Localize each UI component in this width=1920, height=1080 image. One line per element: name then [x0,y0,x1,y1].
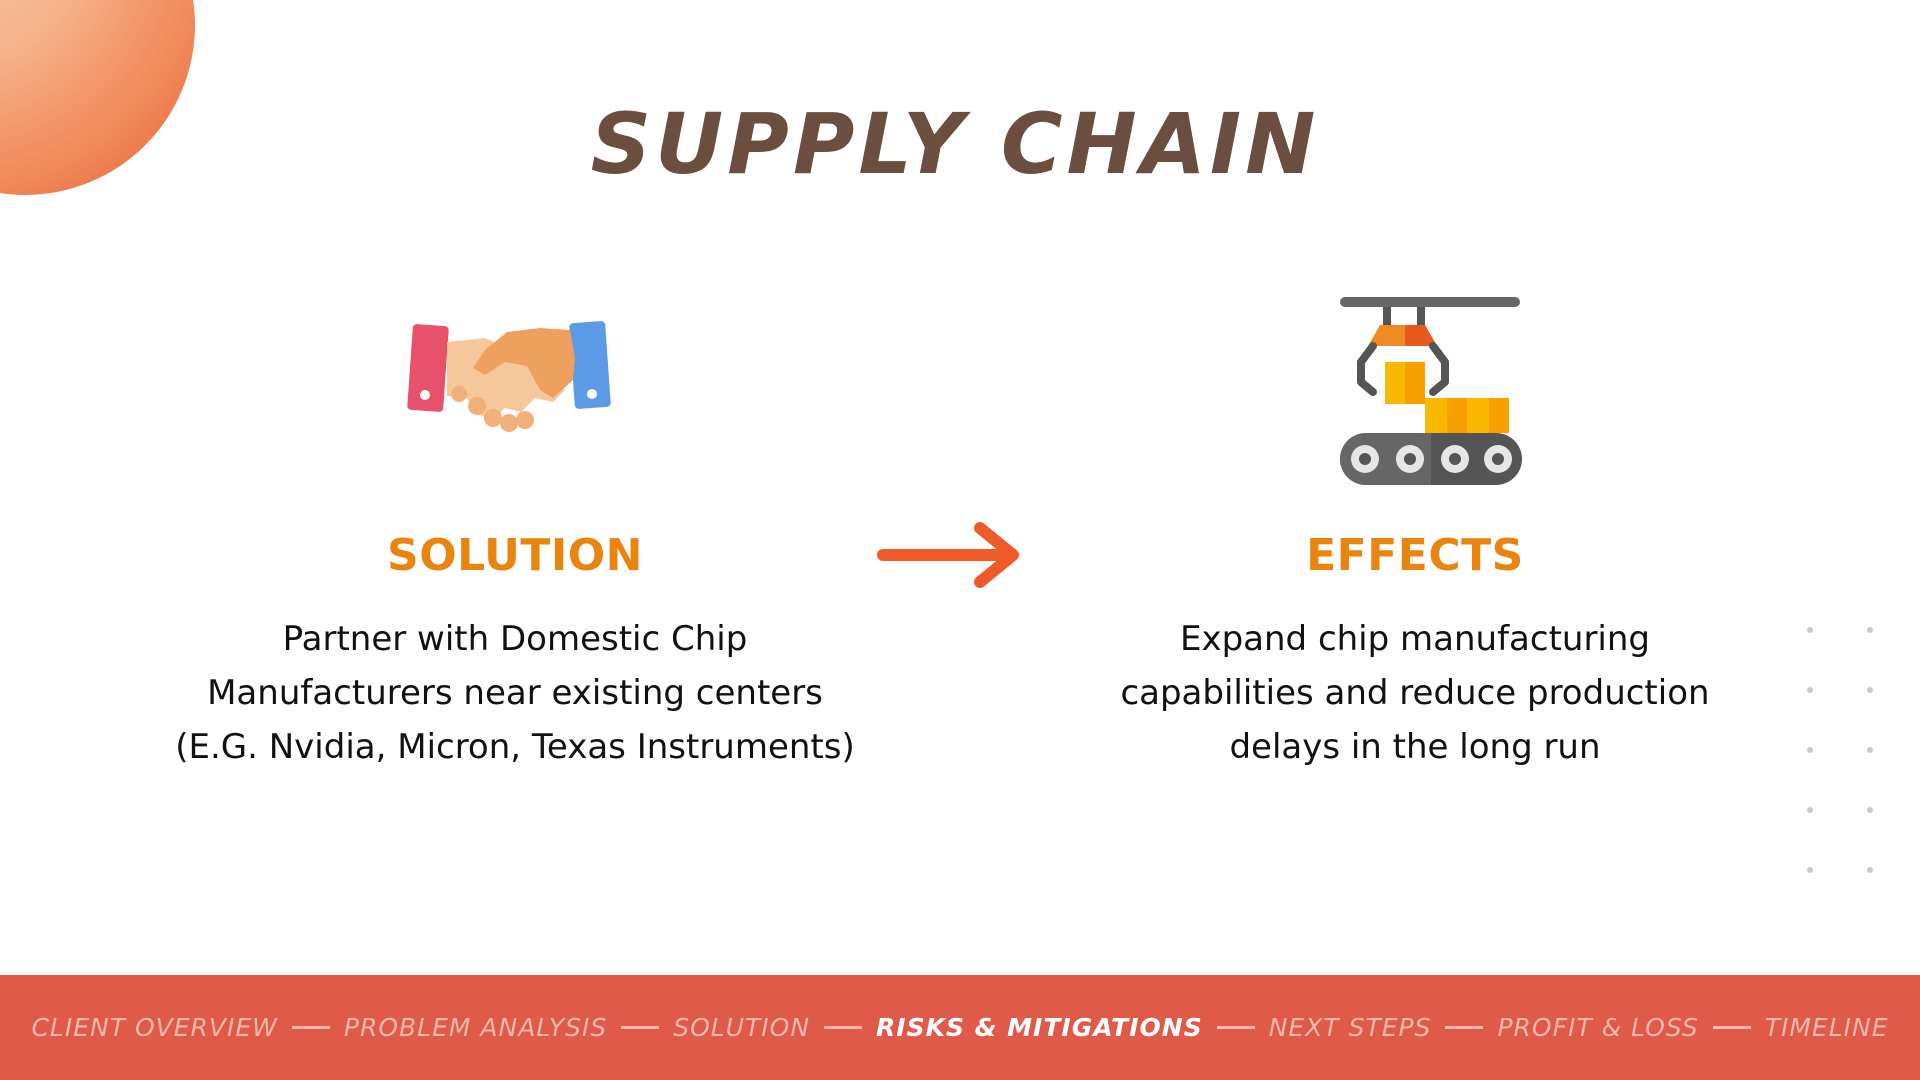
nav-problem-analysis[interactable]: PROBLEM ANALYSIS [343,1013,608,1042]
nav-client-overview[interactable]: CLIENT OVERVIEW [31,1013,278,1042]
solution-line: (E.G. Nvidia, Micron, Texas Instruments) [175,727,855,767]
solution-line: Manufacturers near existing centers [207,673,823,713]
solution-heading: SOLUTION [387,530,643,581]
nav-next-steps[interactable]: NEXT STEPS [1268,1013,1432,1042]
nav-separator [621,1026,660,1029]
solution-description: Partner with Domestic Chip Manufacturers… [155,612,875,774]
footer-nav: CLIENT OVERVIEW PROBLEM ANALYSIS SOLUTIO… [0,975,1920,1080]
nav-solution[interactable]: SOLUTION [673,1013,811,1042]
nav-timeline[interactable]: TIMELINE [1764,1013,1889,1042]
nav-profit-loss[interactable]: PROFIT & LOSS [1497,1013,1699,1042]
slide-title: SUPPLY CHAIN [590,95,1320,193]
nav-separator [291,1026,330,1029]
decorative-dot-grid [1807,627,1873,873]
nav-separator [1445,1026,1484,1029]
nav-separator [1216,1026,1255,1029]
effects-line: Expand chip manufacturing [1179,619,1651,659]
effects-heading: EFFECTS [1306,530,1524,581]
nav-risks-mitigations[interactable]: RISKS & MITIGATIONS [876,1013,1203,1042]
nav-separator [1712,1026,1751,1029]
effects-line: capabilities and reduce production [1120,673,1710,713]
solution-line: Partner with Domestic Chip [282,619,748,659]
effects-description: Expand chip manufacturing capabilities a… [1055,612,1775,774]
right-arrow-icon [877,522,1019,588]
nav-separator [824,1026,863,1029]
handshake-icon [155,280,875,500]
effects-line: delays in the long run [1229,727,1601,767]
factory-conveyor-icon [1055,280,1775,500]
